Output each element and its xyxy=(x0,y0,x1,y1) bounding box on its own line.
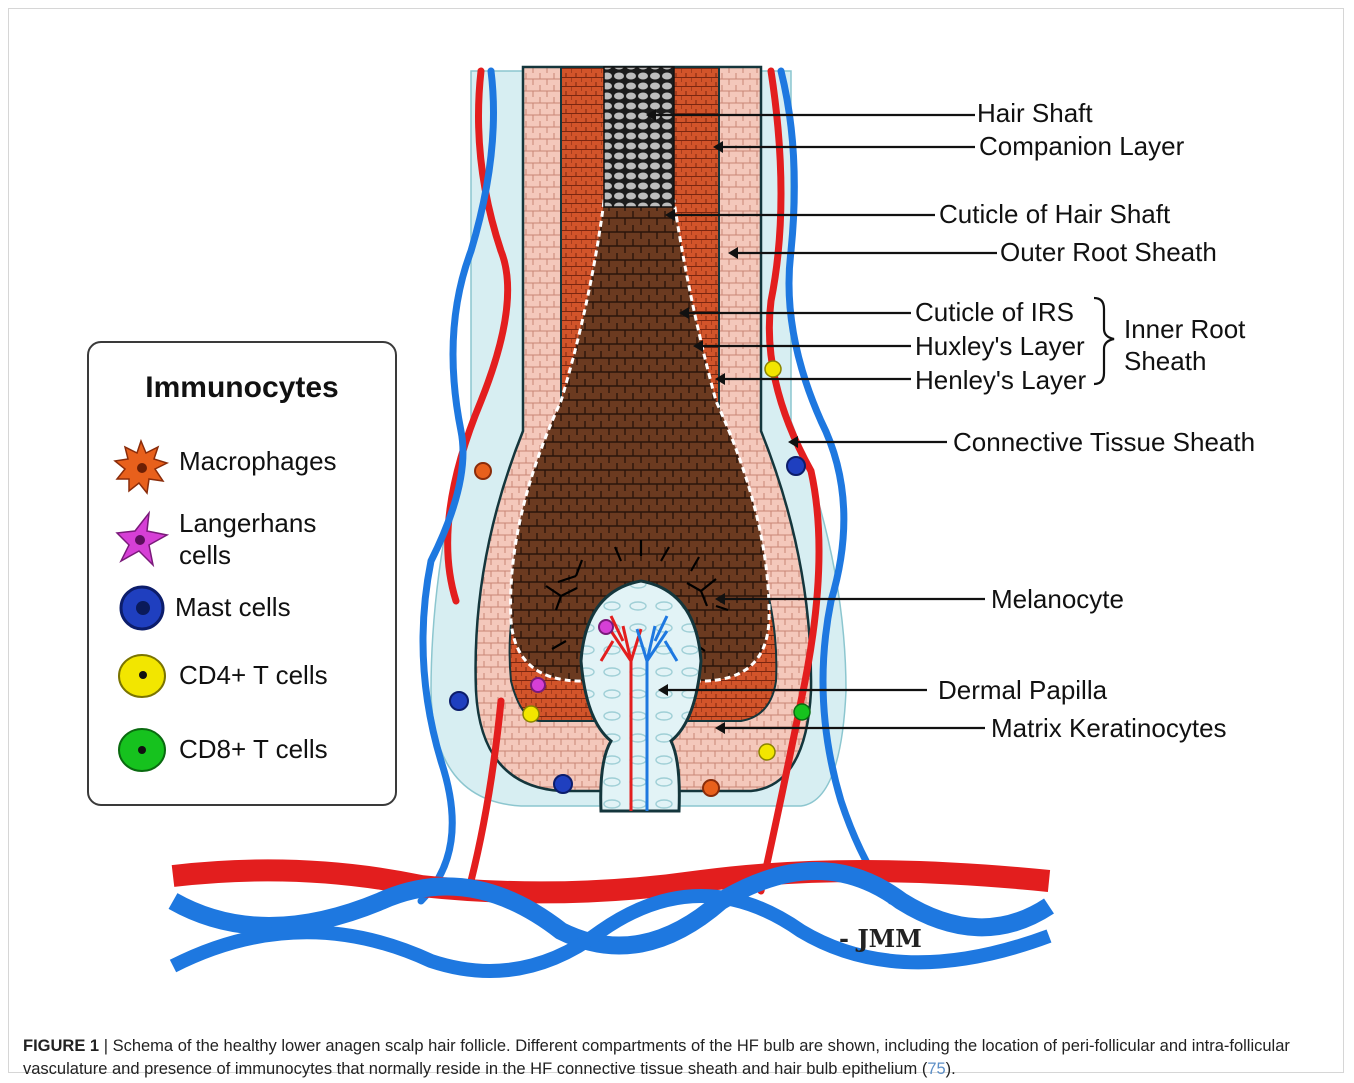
label-connective-tissue-sheath: Connective Tissue Sheath xyxy=(953,427,1255,457)
dermal-artery-plexus xyxy=(173,870,1049,892)
label-dermal-papilla: Dermal Papilla xyxy=(938,675,1107,705)
caption-figure-label: FIGURE 1 xyxy=(23,1037,99,1055)
macrophage-marker xyxy=(703,780,719,796)
label-cuticle-of-hair-shaft: Cuticle of Hair Shaft xyxy=(939,199,1170,229)
legend-item-langerhans: Langerhans cells xyxy=(89,511,395,571)
legend-label-cd8: CD8+ T cells xyxy=(179,733,328,765)
artist-signature: - JMM xyxy=(839,924,922,953)
cd4-t-cell-icon xyxy=(115,649,169,703)
cd8-t-cell-marker xyxy=(794,704,810,720)
langerhans-cell-marker xyxy=(531,678,545,692)
legend-label-mast-cells: Mast cells xyxy=(175,591,291,623)
label-matrix-keratinocytes: Matrix Keratinocytes xyxy=(991,713,1227,743)
mast-cell-icon xyxy=(117,583,167,633)
immunocytes-legend: Immunocytes Macrophages Langerhans cells… xyxy=(87,341,397,806)
label-melanocyte: Melanocyte xyxy=(991,584,1124,614)
caption-end: ). xyxy=(946,1060,956,1078)
cd4-t-cell-marker xyxy=(765,361,781,377)
mast-cell-marker xyxy=(787,457,805,475)
legend-item-macrophages: Macrophages xyxy=(89,443,395,503)
label-hair-shaft: Hair Shaft xyxy=(977,98,1093,128)
legend-label-cd4: CD4+ T cells xyxy=(179,659,328,691)
legend-title: Immunocytes xyxy=(89,371,395,405)
mast-cell-marker xyxy=(554,775,572,793)
caption-reference-link[interactable]: 75 xyxy=(927,1060,945,1078)
legend-item-cd4: CD4+ T cells xyxy=(89,657,395,717)
cd4-t-cell-marker xyxy=(759,744,775,760)
legend-label-langerhans: Langerhans cells xyxy=(179,507,316,571)
langerhans-cell-icon xyxy=(109,509,173,573)
caption-text: Schema of the healthy lower anagen scalp… xyxy=(23,1037,1290,1078)
legend-item-cd8: CD8+ T cells xyxy=(89,731,395,791)
label-huxleys-layer: Huxley's Layer xyxy=(915,331,1085,361)
legend-item-mast-cells: Mast cells xyxy=(89,589,395,649)
label-inner-root-sheath: Inner Root Sheath xyxy=(1124,313,1245,377)
macrophage-icon xyxy=(111,437,171,497)
figure-caption: FIGURE 1 | Schema of the healthy lower a… xyxy=(23,1035,1333,1081)
figure-frame: Hair Shaft Companion Layer Cuticle of Ha… xyxy=(8,8,1344,1073)
label-henleys-layer: Henley's Layer xyxy=(915,365,1086,395)
langerhans-cell-marker xyxy=(599,620,613,634)
mast-cell-marker xyxy=(450,692,468,710)
hair-shaft-region xyxy=(604,67,674,207)
label-outer-root-sheath: Outer Root Sheath xyxy=(1000,237,1217,267)
label-cuticle-of-irs: Cuticle of IRS xyxy=(915,297,1074,327)
cd4-t-cell-marker xyxy=(523,706,539,722)
label-companion-layer: Companion Layer xyxy=(979,131,1184,161)
caption-separator: | xyxy=(99,1037,112,1055)
legend-label-macrophages: Macrophages xyxy=(179,445,337,477)
cd8-t-cell-icon xyxy=(115,723,169,777)
macrophage-marker xyxy=(475,463,491,479)
